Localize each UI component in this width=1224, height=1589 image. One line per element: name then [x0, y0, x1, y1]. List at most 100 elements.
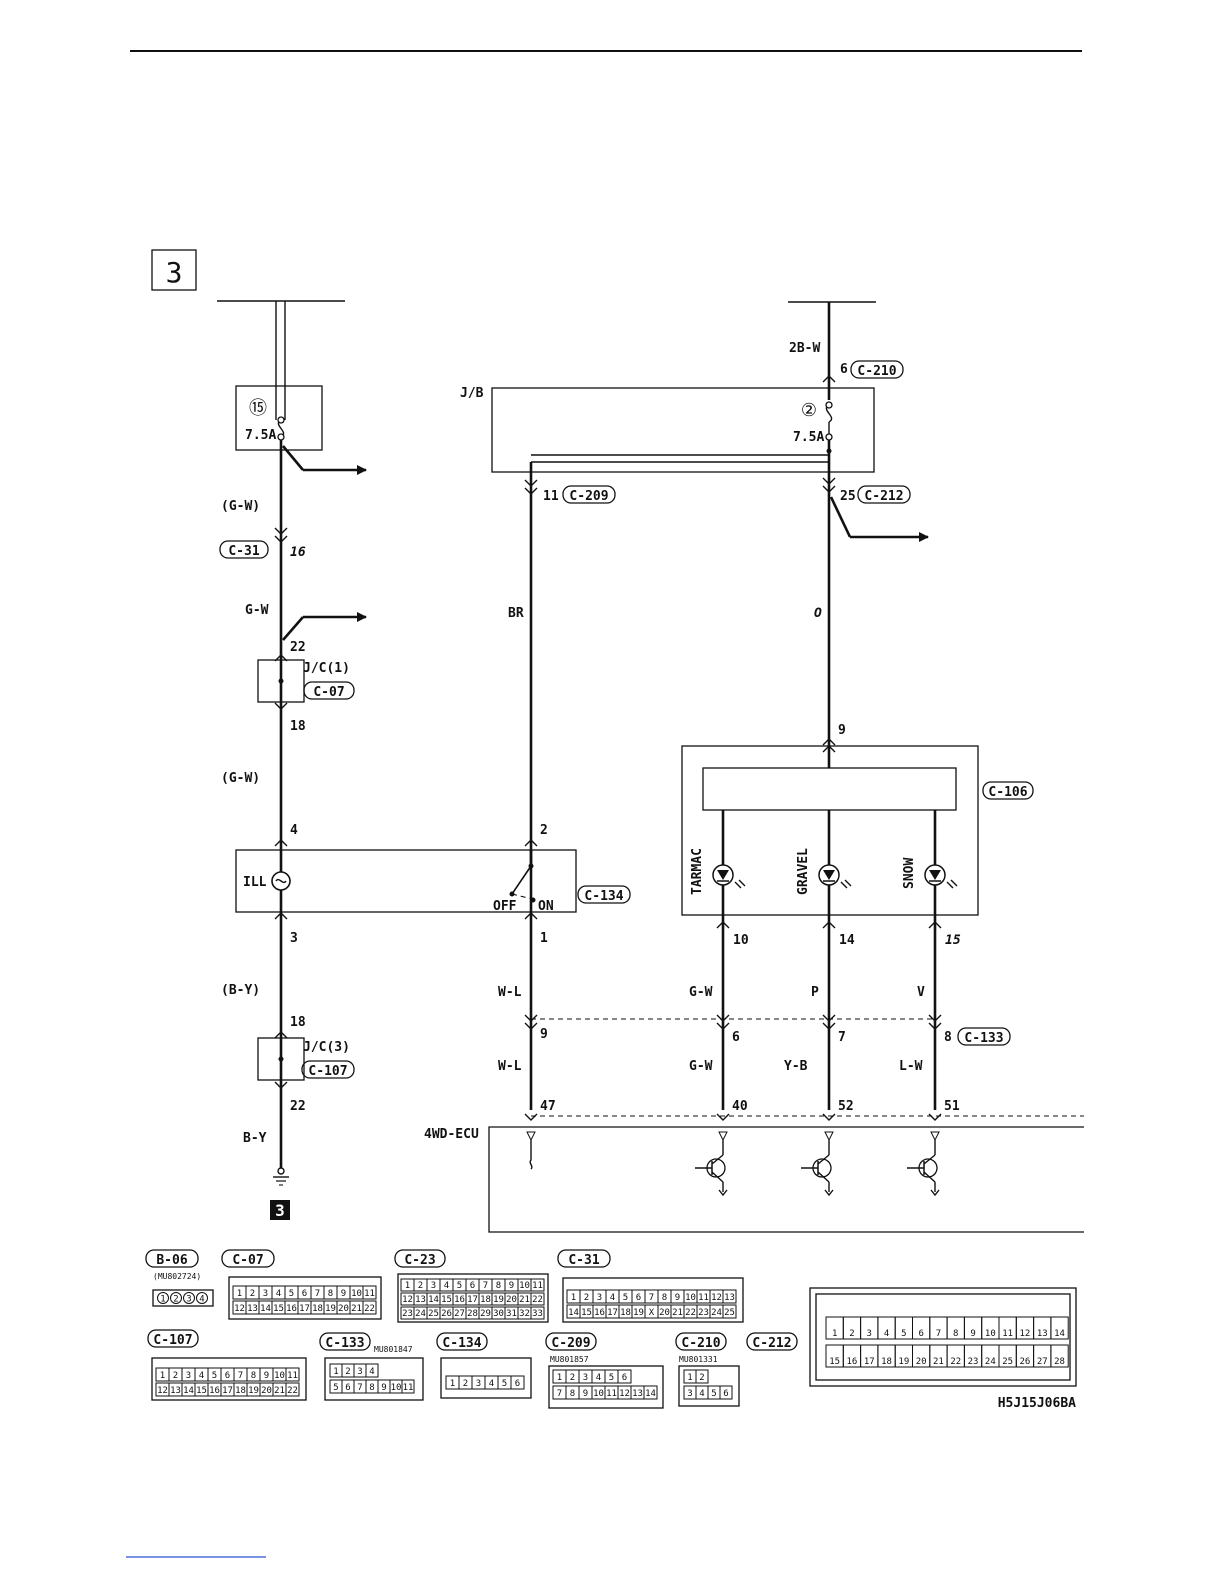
legend-c23-pin-1-3: 15 [441, 1295, 452, 1305]
junction-block [491, 387, 875, 473]
connector-c212-text: C-212 [864, 489, 903, 504]
pin-7: 7 [838, 1030, 846, 1045]
legend-c210-pin-1-3: 6 [723, 1389, 728, 1399]
connector-c210-label [850, 360, 904, 379]
legend-c31-pin-0-6: 7 [649, 1293, 654, 1303]
legend-c133-part: MU801847 [374, 1345, 413, 1354]
legend-c107-pin-0-9: 10 [274, 1371, 285, 1381]
switch-lever [511, 865, 532, 895]
legend-c210-pin-1-0: 3 [687, 1389, 692, 1399]
legend-c23-pin-1-6: 18 [480, 1295, 491, 1305]
legend-c212-pin-0-0: 1 [832, 1329, 837, 1339]
legend-c133-pin-cell [365, 1363, 379, 1378]
legend-c107-pin-0-5: 6 [225, 1371, 230, 1381]
legend-c07-pin-1-6: 18 [312, 1304, 323, 1314]
legend-c31-pin-0-8: 9 [675, 1293, 680, 1303]
legend-c23-pin-0-2: 3 [431, 1281, 436, 1291]
section-number: 3 [166, 256, 183, 289]
led-gravel-icon [818, 864, 852, 889]
pin-52: 52 [838, 1099, 854, 1114]
legend-c133-pin-cell [401, 1379, 415, 1394]
legend-c23-pin-1-8: 20 [506, 1295, 517, 1305]
legend-c209-label: C-209 [551, 1336, 590, 1351]
legend-c212-pin-0-11: 12 [1020, 1329, 1031, 1339]
legend-c209-pin-0-3: 4 [596, 1373, 601, 1383]
wire-p: P [811, 985, 819, 1000]
legend-c210-pin-1-1: 4 [699, 1389, 704, 1399]
legend-c212-pin-1-0: 15 [829, 1357, 840, 1367]
legend-c209-pin-1-2: 9 [583, 1389, 588, 1399]
wire-wl-2: W-L [498, 1059, 522, 1074]
legend-c134-pin-0-0: 1 [450, 1379, 455, 1389]
legend-c107-pin-1-1: 13 [170, 1386, 181, 1396]
legend-c133-pin-1-0: 5 [333, 1383, 338, 1393]
legend-c209-connector [548, 1365, 664, 1409]
legend-c07-pin-1-5: 17 [299, 1304, 310, 1314]
legend-c07-pin-0-6: 7 [315, 1289, 320, 1299]
legend-b06-part: (MU802724) [153, 1272, 201, 1281]
legend-c31-pin-1-0: 14 [568, 1308, 579, 1318]
legend-c209-pin-0-0: 1 [557, 1373, 562, 1383]
legend-c134-pin-0-3: 4 [489, 1379, 494, 1389]
legend-c23-pin-cell [530, 1278, 545, 1292]
section-box [151, 249, 197, 291]
legend-c209-pin-1-0: 7 [557, 1389, 562, 1399]
legend-c23-connector [397, 1273, 549, 1323]
pin-1: 1 [540, 931, 548, 946]
connector-c133-label [957, 1027, 1011, 1046]
fuse-2-number: ② [801, 400, 817, 421]
figure-code: H5J15J06BA [998, 1396, 1076, 1411]
legend-c107-pin-0-8: 9 [264, 1371, 269, 1381]
legend-c133-pin-0-1: 2 [345, 1367, 350, 1377]
legend-c212-pin-0-4: 5 [901, 1329, 906, 1339]
connector-c07-text: C-07 [313, 685, 344, 700]
legend-c107-pin-0-7: 8 [251, 1371, 256, 1381]
legend-c23-pin-cell [530, 1292, 545, 1306]
legend-c210-pin-0-0: 1 [687, 1373, 692, 1383]
legend-c23-pin-0-3: 4 [444, 1281, 449, 1291]
connector-c212-label [857, 485, 911, 504]
legend-c133-pin-1-3: 8 [369, 1383, 374, 1393]
legend-c209-pin-cell [643, 1385, 658, 1400]
legend-c209-pin-0-5: 6 [622, 1373, 627, 1383]
legend-c212-label: C-212 [752, 1336, 791, 1351]
legend-c23-label: C-23 [404, 1253, 435, 1268]
connector-c209-label [562, 485, 616, 504]
legend-c134-pin-0-1: 2 [463, 1379, 468, 1389]
legend-c23-pin-2-4: 27 [454, 1309, 465, 1319]
legend-c07-pin-1-1: 13 [247, 1304, 258, 1314]
legend-c07-pin-0-8: 9 [341, 1289, 346, 1299]
connector-c107-text: C-107 [308, 1064, 347, 1079]
legend-c209-part: MU801857 [550, 1355, 589, 1364]
legend-c212-pin-1-5: 20 [916, 1357, 927, 1367]
legend-c31-pin-1-9: 22 [685, 1308, 696, 1318]
legend-c212-pin-0-9: 10 [985, 1329, 996, 1339]
legend-c212-pin-0-5: 6 [918, 1329, 923, 1339]
pin-15: 15 [945, 933, 961, 948]
legend-c107-pin-1-8: 20 [261, 1386, 272, 1396]
legend-c209-pin-0-1: 2 [570, 1373, 575, 1383]
legend-b06-connector [152, 1289, 214, 1307]
legend-c107-pin-1-5: 17 [222, 1386, 233, 1396]
legend-b06-pin-cell [196, 1292, 208, 1304]
pin-22-a: 22 [290, 640, 306, 655]
legend-c107-pin-0-3: 4 [199, 1371, 204, 1381]
legend-c07-pin-0-2: 3 [263, 1289, 268, 1299]
legend-c133-pin-1-4: 9 [381, 1383, 386, 1393]
legend-c107-pin-cell [285, 1382, 300, 1397]
legend-c212-pin-0-8: 9 [970, 1329, 975, 1339]
legend-c210-pin-cell [719, 1385, 733, 1400]
jc1-box [257, 659, 305, 703]
wire-gw-tarmac-1: G-W [689, 985, 713, 1000]
legend-c212-pin-0-13: 14 [1054, 1329, 1065, 1339]
legend-c23-pin-0-0: 1 [405, 1281, 410, 1291]
legend-c107-label: C-107 [153, 1333, 192, 1348]
wire-v: V [917, 985, 925, 1000]
legend-c107-pin-0-4: 5 [212, 1371, 217, 1381]
legend-b06-pin-2: 3 [186, 1295, 191, 1305]
connector-c210-text: C-210 [857, 364, 896, 379]
jc1-label: J/C(1) [303, 661, 350, 676]
pin-8: 8 [944, 1030, 952, 1045]
pin-18-a: 18 [290, 719, 306, 734]
